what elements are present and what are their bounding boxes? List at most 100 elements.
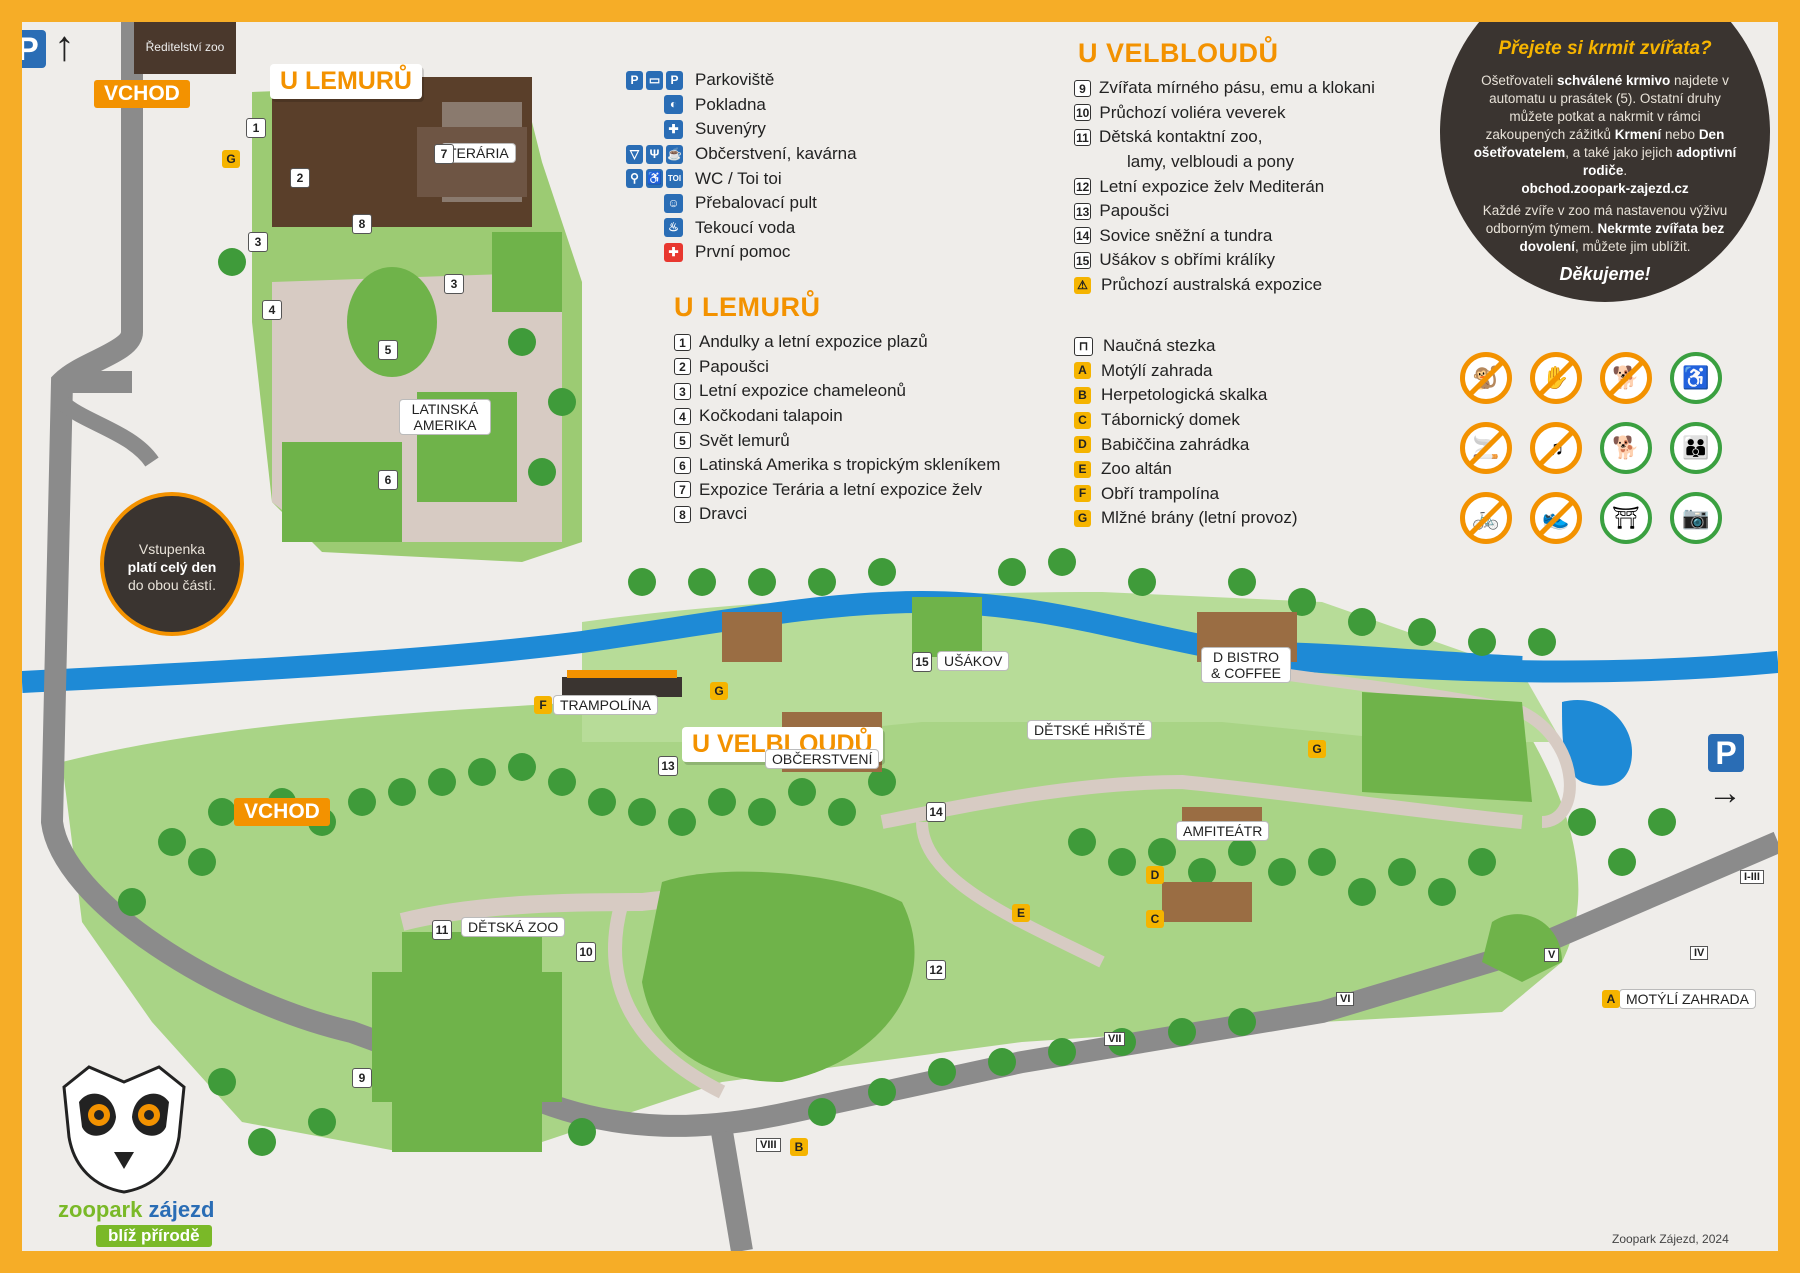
map-letter-c: C: [1146, 910, 1164, 928]
legend-item-australia: ⚠Průchozí australská expozice: [1074, 273, 1375, 298]
map-number-4: 4: [262, 300, 282, 320]
map-letter-b: B: [790, 1138, 808, 1156]
trail-marker-iv: IV: [1690, 946, 1709, 960]
feeding-title: Přejete si krmit zvířata?: [1498, 38, 1712, 59]
zoopark-logo: zoopark zájezd blíž přírodě: [44, 1057, 234, 1247]
no-bikes-icon: 🚲: [1460, 492, 1512, 544]
tag-obcerstveni: OBČERSTVENÍ: [766, 750, 879, 768]
lemur-logo-icon: [62, 1065, 186, 1194]
map-number-15: 15: [912, 652, 932, 672]
feeding-paragraph-1: Ošetřovateli schválené krmivo najdete v …: [1473, 73, 1737, 196]
baby-changing-icon: ☺: [664, 193, 683, 213]
road-upper: [56, 395, 159, 467]
trail-marker-vii: VII: [1104, 1032, 1126, 1046]
trail-marker-vi: VI: [1336, 992, 1355, 1006]
wc-icon: ⚲: [626, 169, 643, 189]
ticket-info-circle: Vstupenka platí celý den do obou částí.: [100, 492, 244, 636]
arrow-right-icon: →: [1708, 774, 1742, 812]
ticket-info-text: Vstupenka platí celý den do obou částí.: [127, 541, 217, 593]
map-paper: Ředitelství zoo P ↑ VCHOD VCHOD U LEMURŮ…: [22, 22, 1778, 1251]
legend-letter-item: ⊓Naučná stezka: [1074, 334, 1298, 359]
legend-service-firstaid: ✚První pomoc: [626, 240, 857, 265]
trail-marker-viii: VIII: [756, 1138, 781, 1152]
legend-service-water: ♨Tekoucí voda: [626, 216, 857, 241]
map-number-14: 14: [926, 802, 946, 822]
kiosk-building: [722, 612, 782, 662]
tag-teraria: TERÁRIA: [442, 144, 515, 162]
map-number-12: 12: [926, 960, 946, 980]
dog-leash-icon: 🐕: [1600, 422, 1652, 474]
wheelchair-icon: ♿: [646, 169, 663, 189]
feeding-thanks: Děkujeme!: [1559, 264, 1651, 284]
trail-marker-i-iii: I-III: [1740, 870, 1764, 884]
construction-warning-icon: ⚠: [1074, 276, 1091, 294]
feeding-info-circle: [1440, 22, 1770, 302]
tree-cluster-north: [218, 248, 1556, 656]
first-aid-icon: ✚: [664, 242, 683, 262]
coffee-icon: ☕: [666, 144, 683, 164]
map-number-2: 2: [290, 168, 310, 188]
map-number-3b: 3: [444, 274, 464, 294]
no-smoking-icon: 🚬: [1460, 422, 1512, 474]
feeding-info-panel: Přejete si krmit zvířata? Ošetřovateli s…: [1440, 22, 1770, 312]
feeding-paragraph-2: Každé zvíře v zoo má nastavenou výživu o…: [1482, 203, 1728, 254]
map-number-8: 8: [352, 214, 372, 234]
parking-icon-2: P: [666, 70, 683, 90]
tag-trampolina: TRAMPOLÍNA: [554, 696, 658, 714]
camera-icon: 📷: [1670, 492, 1722, 544]
water-tap-icon: ♨: [664, 218, 683, 238]
no-walking-on-grass-icon: 👟: [1530, 492, 1582, 544]
icecream-icon: ▽: [626, 144, 643, 164]
copyright: Zoopark Zájezd, 2024: [1612, 1232, 1729, 1246]
tag-detska-zoo: DĚTSKÁ ZOO: [462, 918, 565, 936]
parking-badge-right: P: [1708, 734, 1744, 772]
map-number-7: 7: [434, 144, 454, 164]
cutlery-icon: Ψ: [646, 144, 663, 164]
tag-detske-hriste: DĚTSKÉ HŘIŠTĚ: [1028, 721, 1152, 739]
ticket-icon: ◐: [664, 95, 683, 115]
trail-marker-v: V: [1544, 948, 1560, 962]
map-title-lemuru: U LEMURŮ: [270, 64, 422, 99]
parking-icon: P: [626, 70, 643, 90]
gift-icon: ✚: [664, 119, 683, 139]
toitoi-icon: TOI: [666, 169, 683, 189]
no-music-icon: ♫: [1530, 422, 1582, 474]
map-letter-e: E: [1012, 904, 1030, 922]
parking-letter-right: P: [1715, 735, 1737, 771]
logo-tagline: blíž přírodě: [96, 1225, 212, 1247]
zoo-map: [22, 22, 1778, 1251]
no-touching-icon: ✋: [1530, 352, 1582, 404]
map-number-1: 1: [246, 118, 266, 138]
family-icon: 👪: [1670, 422, 1722, 474]
map-number-10: 10: [576, 942, 596, 962]
map-number-11: 11: [432, 920, 452, 940]
tag-latinska-amerika: LATINSKÁ AMERIKA: [400, 400, 490, 434]
shop-link[interactable]: obchod.zoopark-zajezd.cz: [1521, 181, 1689, 196]
arrow-up-icon: ↑: [54, 22, 75, 69]
pond: [1562, 700, 1632, 786]
bus-icon: ▭: [646, 70, 663, 90]
map-letter-d: D: [1146, 866, 1164, 884]
map-letter-f: F: [534, 696, 552, 714]
picnic-icon: ⛩: [1600, 492, 1652, 544]
trail-icon: ⊓: [1074, 336, 1093, 356]
